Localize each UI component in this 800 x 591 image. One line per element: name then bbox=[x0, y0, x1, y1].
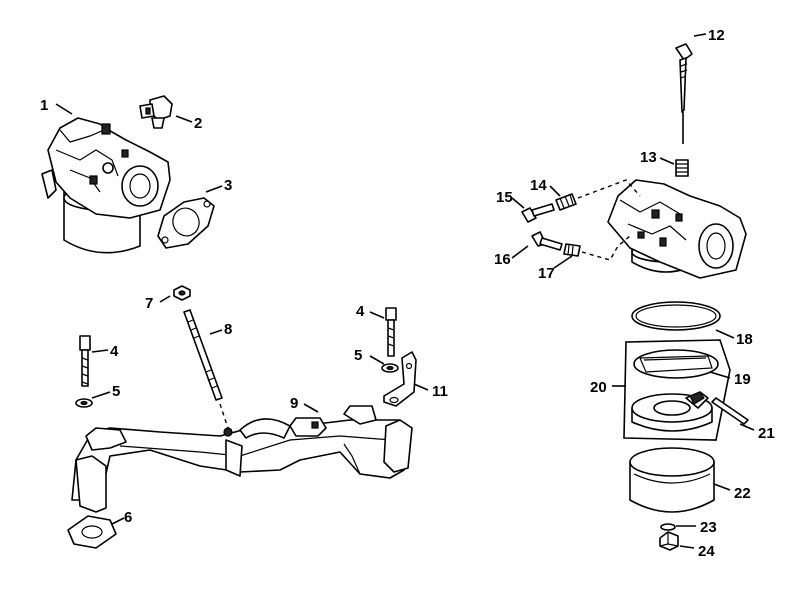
float-bowl bbox=[629, 447, 715, 513]
manifold-nut bbox=[173, 285, 191, 301]
mounting-bracket bbox=[383, 351, 417, 407]
carburetor-body bbox=[607, 179, 747, 279]
callout-23: 23 bbox=[700, 519, 717, 536]
callout-8: 8 bbox=[224, 321, 232, 338]
callout-21: 21 bbox=[758, 425, 775, 442]
carburetor-assembly bbox=[41, 117, 171, 254]
callout-4-left: 4 bbox=[110, 343, 119, 360]
callout-20: 20 bbox=[590, 379, 607, 396]
bracket-bolt bbox=[385, 307, 397, 357]
manifold-stud bbox=[183, 309, 229, 429]
callout-17: 17 bbox=[538, 265, 555, 282]
float bbox=[631, 391, 713, 432]
callout-7: 7 bbox=[145, 295, 153, 312]
manifold-bolt-left bbox=[79, 335, 91, 387]
needle-spring bbox=[675, 159, 689, 177]
main-jet-needle bbox=[675, 43, 693, 144]
bowl-o-ring bbox=[631, 301, 721, 331]
lock-washer-right bbox=[381, 363, 399, 373]
manifold-gasket bbox=[67, 515, 117, 549]
lock-washer-left bbox=[75, 398, 93, 408]
callout-5-left: 5 bbox=[112, 383, 120, 400]
idle-mixture-screw bbox=[531, 231, 563, 251]
callout-11: 11 bbox=[432, 383, 448, 400]
mixture-screw-spring bbox=[563, 235, 631, 261]
float-gasket bbox=[633, 349, 719, 379]
callout-2: 2 bbox=[194, 115, 202, 132]
callout-18: 18 bbox=[736, 331, 753, 348]
intake-manifold bbox=[71, 405, 413, 513]
callout-24: 24 bbox=[698, 543, 715, 560]
bowl-nut-gasket bbox=[660, 523, 676, 531]
callout-12: 12 bbox=[708, 27, 725, 44]
callout-3: 3 bbox=[224, 177, 232, 194]
callout-4-right: 4 bbox=[356, 303, 365, 320]
callout-22: 22 bbox=[734, 485, 751, 502]
idle-speed-screw bbox=[521, 203, 555, 223]
callout-16: 16 bbox=[494, 251, 511, 268]
carburetor-gasket bbox=[157, 197, 215, 249]
idle-screw-spring bbox=[555, 179, 641, 211]
float-pin bbox=[711, 397, 749, 425]
bowl-nut bbox=[659, 531, 679, 551]
callout-1: 1 bbox=[40, 97, 48, 114]
callout-6: 6 bbox=[124, 509, 132, 526]
leader-lines bbox=[55, 33, 755, 549]
callout-13: 13 bbox=[640, 149, 657, 166]
callout-14: 14 bbox=[530, 177, 547, 194]
callout-labels: 1 2 3 4 5 6 7 8 9 4 5 11 12 13 14 15 16 … bbox=[40, 27, 775, 560]
callout-9: 9 bbox=[290, 395, 298, 412]
callout-5-right: 5 bbox=[354, 347, 362, 364]
callout-15: 15 bbox=[496, 189, 513, 206]
elbow-fitting bbox=[139, 95, 173, 129]
callout-19: 19 bbox=[734, 371, 751, 388]
